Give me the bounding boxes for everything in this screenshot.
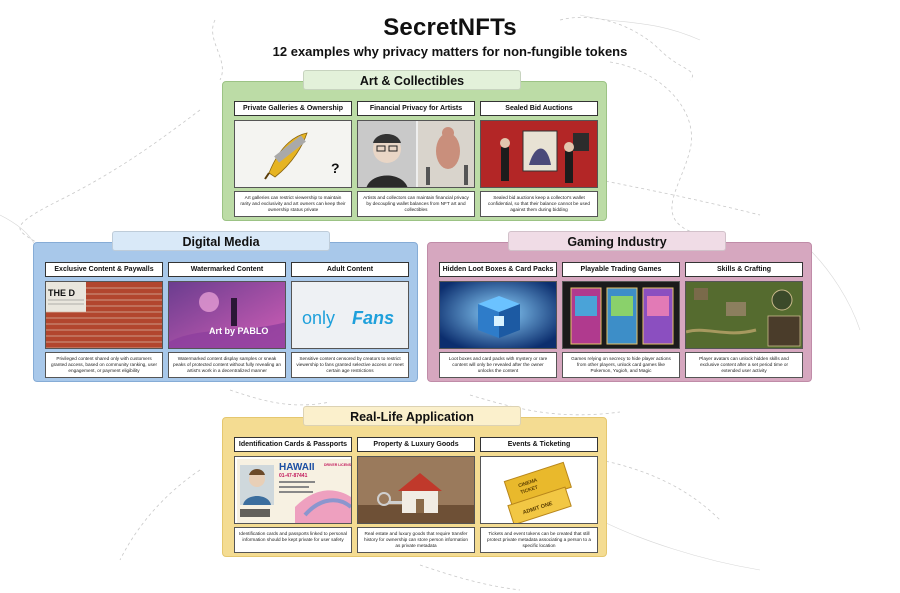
card-label: Watermarked Content (168, 262, 286, 277)
card-description: Sensitive content censored by creators t… (291, 352, 409, 378)
panel-title-media: Digital Media (112, 231, 330, 251)
card-label: Property & Luxury Goods (357, 437, 475, 452)
newspaper-behind-brick-wall-image: THE D (45, 281, 163, 349)
card-label: Identification Cards & Passports (234, 437, 352, 452)
logo-text-only: only (302, 308, 335, 328)
card-exclusive-content[interactable]: Exclusive Content & Paywalls THE D Privi… (45, 262, 163, 378)
hawaii-drivers-license-image: HAWAII DRIVER LICENSE 01-47-87441 (234, 456, 352, 524)
card-description: Real estate and luxury goods that requir… (357, 527, 475, 553)
logo-text-fans: Fans (352, 308, 394, 328)
card-label: Adult Content (291, 262, 409, 277)
watermarked-artwork-image: Art by PABLO (168, 281, 286, 349)
card-label: Sealed Bid Auctions (480, 101, 598, 116)
auction-painting-image (480, 120, 598, 188)
ticket-top-text: CINEMA (518, 477, 539, 489)
panel-title-gaming: Gaming Industry (508, 231, 726, 251)
card-identification-cards[interactable]: Identification Cards & Passports HAWAII … (234, 437, 352, 553)
card-description: Privileged content shared only with cust… (45, 352, 163, 378)
card-events-ticketing[interactable]: Events & Ticketing CINEMA TICKET ADMIT O… (480, 437, 598, 553)
panel-real-life-application: Real-Life Application Identification Car… (222, 406, 607, 557)
svg-text:?: ? (331, 160, 340, 176)
card-description: Art galleries can restrict viewership to… (234, 191, 352, 217)
artist-portrait-and-sculpture-image (357, 120, 475, 188)
cinema-tickets-image: CINEMA TICKET ADMIT ONE (480, 456, 598, 524)
newspaper-masthead: THE D (48, 288, 76, 298)
license-number: 01-47-87441 (279, 473, 308, 479)
card-label: Skills & Crafting (685, 262, 803, 277)
card-description: Sealed bid auctions keep a collector's w… (480, 191, 598, 217)
card-description: Player avatars can unlock hidden skills … (685, 352, 803, 378)
page-title: SecretNFTs (383, 14, 517, 41)
panel-title-art: Art & Collectibles (303, 70, 521, 90)
card-description: Loot boxes and card packs with mystery o… (439, 352, 557, 378)
watermark-text: Art by PABLO (209, 326, 268, 336)
card-watermarked-content[interactable]: Watermarked Content Art by PABLO Waterma… (168, 262, 286, 378)
card-property-luxury[interactable]: Property & Luxury Goods Real estate and … (357, 437, 475, 553)
panel-gaming-industry: Gaming Industry Hidden Loot Boxes & Card… (427, 231, 812, 382)
card-adult-content[interactable]: Adult Content only Fans Sensitive conten… (291, 262, 409, 378)
ticket-mid-text: TICKET (520, 485, 539, 496)
game-map-screenshot-image (685, 281, 803, 349)
card-sealed-bid-auctions[interactable]: Sealed Bid Auctions Sealed bid auctions … (480, 101, 598, 217)
card-skills-crafting[interactable]: Skills & Crafting Player avatars can unl… (685, 262, 803, 378)
banana-taped-to-wall-image: ? (234, 120, 352, 188)
card-label: Hidden Loot Boxes & Card Packs (439, 262, 557, 277)
card-label: Exclusive Content & Paywalls (45, 262, 163, 277)
card-description: Tickets and event tokens can be created … (480, 527, 598, 553)
panel-digital-media: Digital Media Exclusive Content & Paywal… (33, 231, 418, 382)
panel-art-collectibles: Art & Collectibles Private Galleries & O… (222, 70, 607, 221)
house-keys-image (357, 456, 475, 524)
card-playable-trading-games[interactable]: Playable Trading Games Games relying on … (562, 262, 680, 378)
panel-title-life: Real-Life Application (303, 406, 521, 426)
page-subtitle: 12 examples why privacy matters for non-… (272, 44, 628, 59)
card-description: Artists and collectors can maintain fina… (357, 191, 475, 217)
card-description: Watermarked content display samples or s… (168, 352, 286, 378)
card-description: Identification cards and passports linke… (234, 527, 352, 553)
glowing-loot-box-image (439, 281, 557, 349)
onlyfans-logo-image: only Fans (291, 281, 409, 349)
card-label: Private Galleries & Ownership (234, 101, 352, 116)
card-label: Financial Privacy for Artists (357, 101, 475, 116)
card-label: Playable Trading Games (562, 262, 680, 277)
trading-cards-image (562, 281, 680, 349)
card-label: Events & Ticketing (480, 437, 598, 452)
card-hidden-loot-boxes[interactable]: Hidden Loot Boxes & Card Packs Loot boxe… (439, 262, 557, 378)
license-state: HAWAII (279, 462, 315, 473)
card-private-galleries[interactable]: Private Galleries & Ownership ? Art gall… (234, 101, 352, 217)
card-description: Games relying on secrecy to hide player … (562, 352, 680, 378)
card-financial-privacy[interactable]: Financial Privacy for Artists Artists an… (357, 101, 475, 217)
license-kind: DRIVER LICENSE (324, 463, 352, 467)
